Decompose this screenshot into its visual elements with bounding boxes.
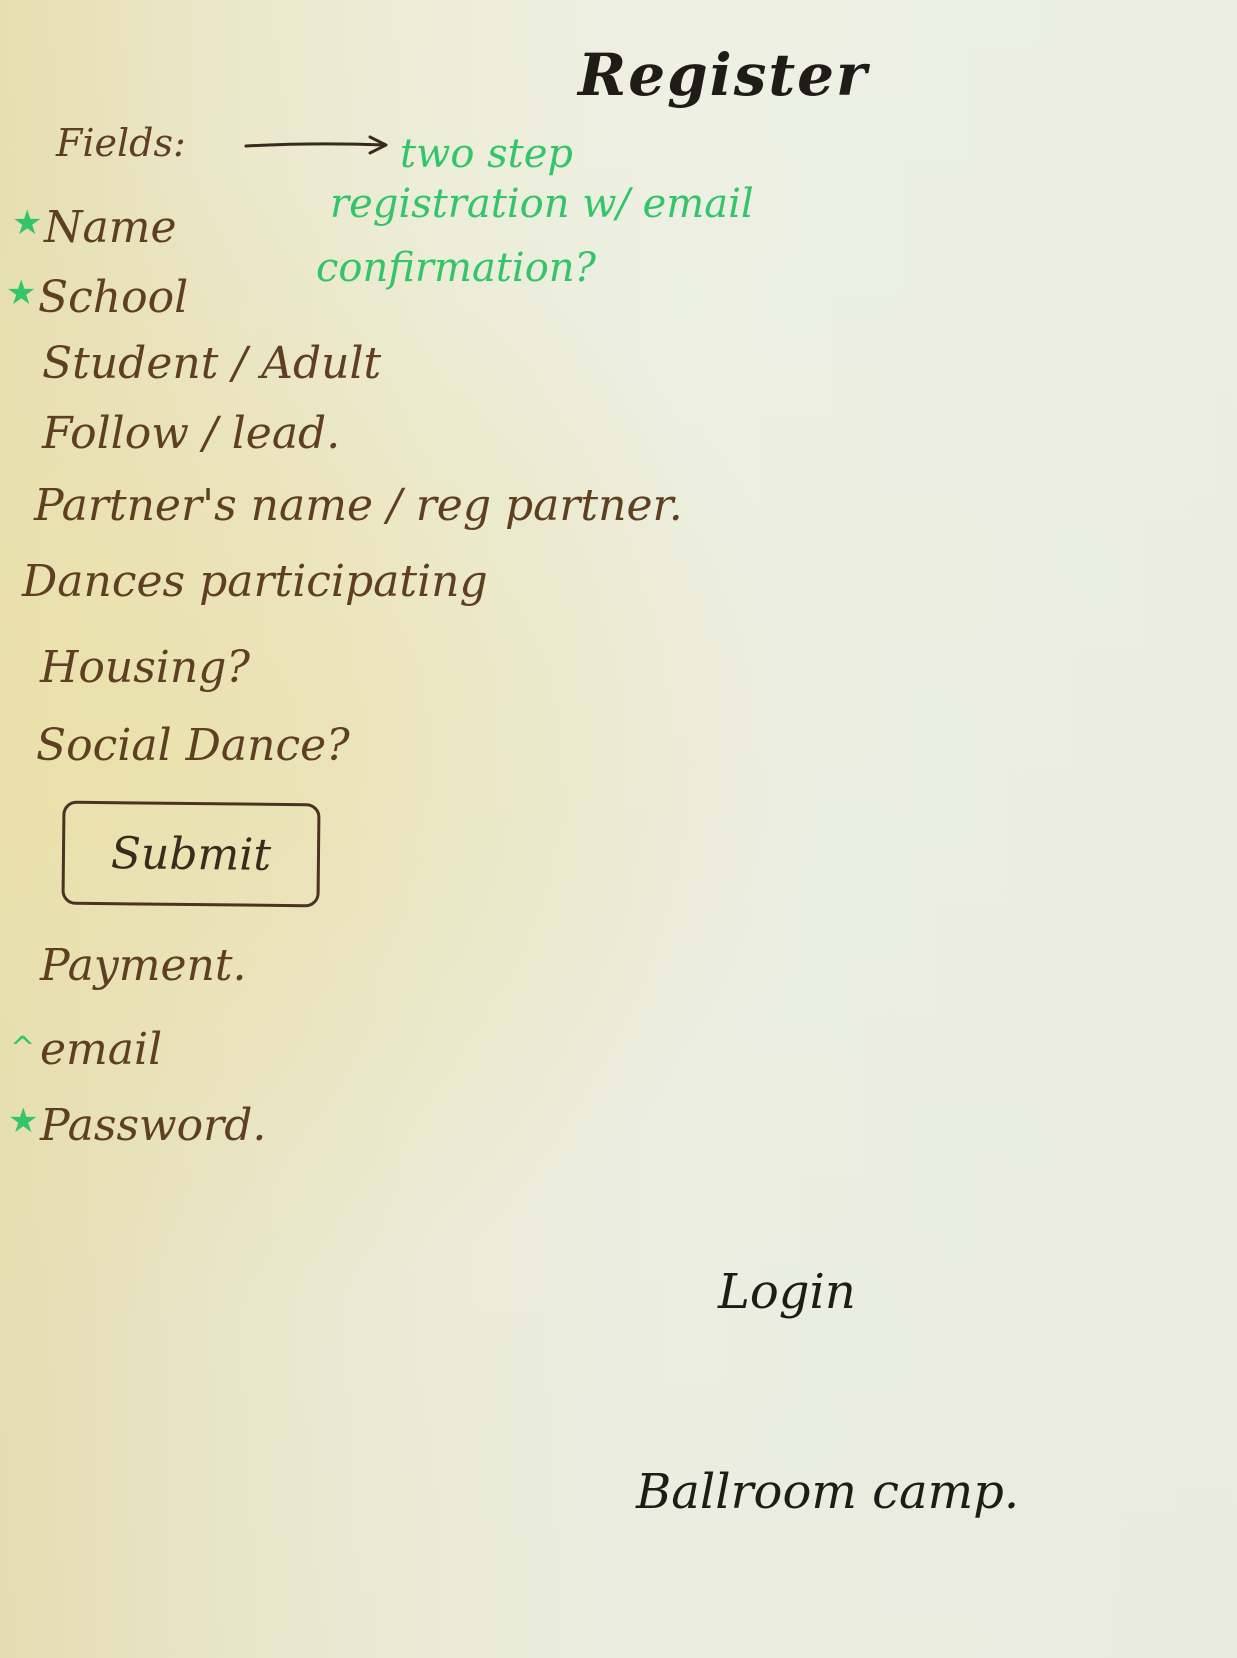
page-title: Register [578,41,869,109]
field-school: School [38,272,189,323]
ballroom-camp-label: Ballroom camp. [636,1464,1020,1520]
required-star-icon: ★ [6,273,37,313]
field-student-adult: Student / Adult [42,338,382,389]
field-name: Name [44,202,177,253]
required-star-icon: ★ [8,1101,39,1141]
field-partner: Partner's name / reg partner. [34,480,683,531]
field-email: email [40,1024,163,1075]
fields-label: Fields: [56,121,186,165]
field-social-dance: Social Dance? [36,720,350,771]
required-star-icon: ★ [12,203,43,243]
login-label: Login [718,1264,856,1320]
required-caret-icon: ^ [10,1031,36,1066]
note-line-1: two step [400,131,573,177]
arrow-icon [244,135,388,155]
field-dances: Dances participating [22,556,488,607]
submit-button[interactable]: Submit [61,800,321,908]
field-payment: Payment. [40,940,247,991]
field-follow-lead: Follow / lead. [42,408,341,459]
note-line-2: registration w/ email [330,181,754,227]
note-line-3: confirmation? [316,245,596,291]
field-housing: Housing? [40,642,250,693]
field-password: Password. [40,1100,267,1151]
